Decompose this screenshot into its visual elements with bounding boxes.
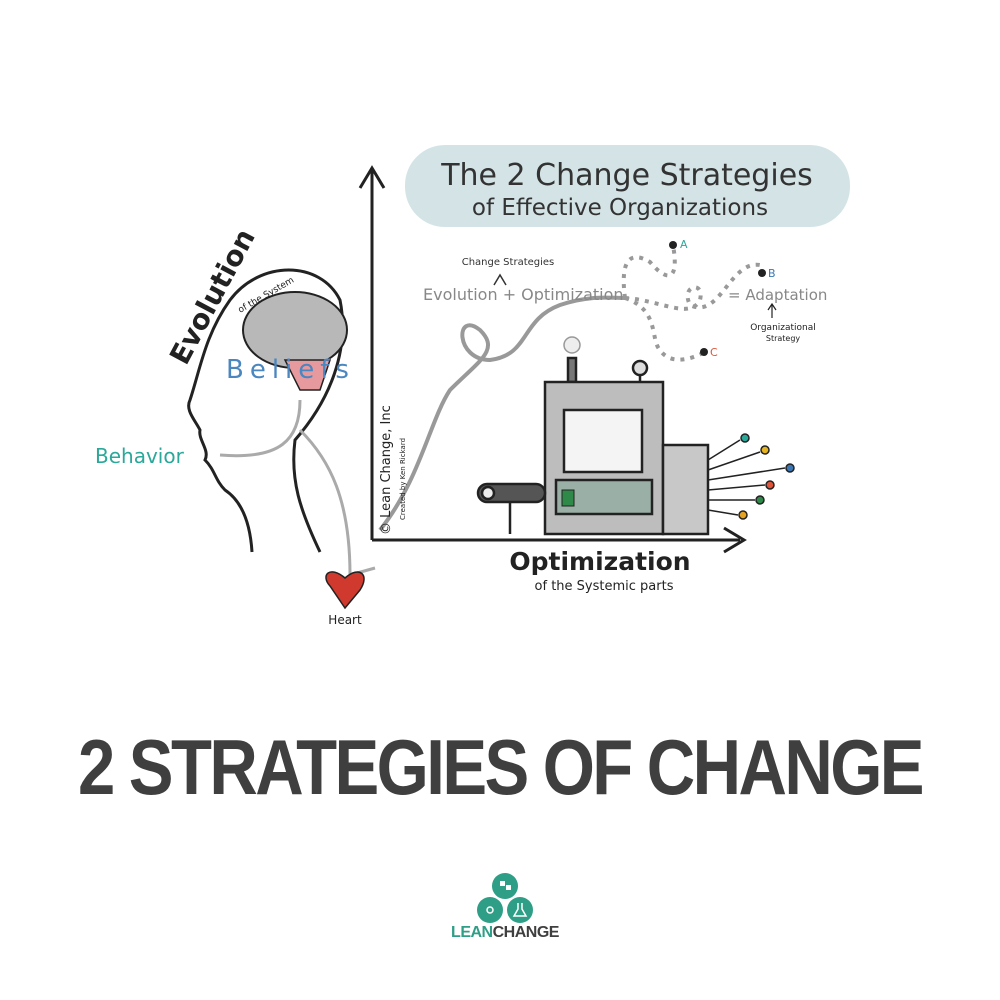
axes <box>358 165 747 554</box>
organizational-strategy-line-1: Organizational <box>750 323 816 333</box>
title-line-2: of Effective Organizations <box>472 195 768 221</box>
logo-part-2: CHANGE <box>492 924 560 941</box>
organizational-strategy-line-2: Strategy <box>766 334 801 343</box>
y-axis-arrow-icon <box>358 165 386 189</box>
y-axis-label: Evolution <box>163 223 262 369</box>
endpoint-a: A <box>680 238 688 251</box>
x-axis-label: Optimization <box>509 547 690 576</box>
equation-right: = Adaptation <box>728 286 827 304</box>
head-outline <box>187 268 345 553</box>
lean-change-logo-icon <box>477 873 533 923</box>
x-axis-sublabel: of the Systemic parts <box>535 579 674 594</box>
path-curve <box>378 295 626 532</box>
x-axis-arrow-icon <box>723 526 747 554</box>
machine-illustration <box>476 336 710 536</box>
behavior-label: Behavior <box>95 444 185 468</box>
illustration: The 2 Change Strategies of Effective Org… <box>95 145 850 627</box>
logo-part-1: LEAN <box>451 924 493 941</box>
endpoint-b: B <box>768 267 776 280</box>
heart-label: Heart <box>328 613 362 627</box>
machine-outputs <box>707 433 795 520</box>
equation-left: Evolution + Optimization <box>423 285 624 304</box>
logo-wordmark: LEANCHANGE <box>445 924 565 942</box>
copyright-line-1: © Lean Change, Inc <box>379 405 394 535</box>
dotted-paths <box>621 244 761 362</box>
heart-icon <box>325 571 365 610</box>
title-bubble: The 2 Change Strategies of Effective Org… <box>405 145 850 227</box>
beliefs-label: Beliefs <box>226 355 355 385</box>
headline: 2 STRATEGIES OF CHANGE <box>78 723 925 811</box>
title-line-1: The 2 Change Strategies <box>440 158 813 193</box>
copyright-line-2: Created by Ken Rickard <box>399 438 407 520</box>
change-strategies-label: Change Strategies <box>462 257 555 268</box>
endpoint-c: C <box>710 346 718 359</box>
